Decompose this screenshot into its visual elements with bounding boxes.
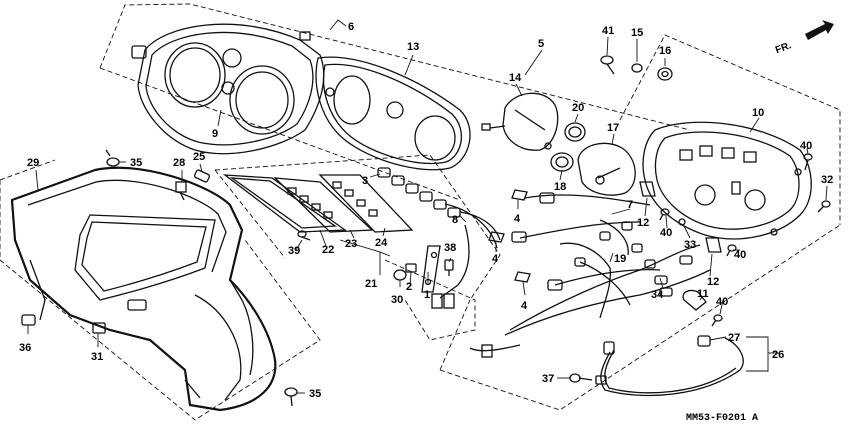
callout-4-a: 4 [514, 213, 521, 225]
bracket-1 [421, 245, 441, 293]
grommet-30 [393, 269, 407, 281]
front-direction-marker: FR. [774, 20, 834, 56]
callout-9: 9 [212, 128, 218, 140]
connector-8-harness [431, 224, 470, 309]
callout-35-lower: 35 [309, 388, 321, 400]
screw-38 [444, 259, 454, 276]
callout-26: 26 [772, 349, 784, 361]
wire-harness [469, 192, 711, 358]
callout-23: 23 [345, 238, 357, 250]
meter-lens [315, 56, 471, 171]
washer-15 [631, 63, 643, 73]
callout-29: 29 [27, 157, 39, 169]
callout-30: 30 [391, 294, 403, 306]
callout-13: 13 [407, 41, 419, 53]
clip-12-upper [639, 181, 656, 197]
gauge-14 [481, 92, 559, 151]
callout-15: 15 [631, 27, 643, 39]
callout-25: 25 [193, 151, 205, 163]
callout-40-mid: 40 [660, 227, 672, 239]
rubber-31 [92, 322, 106, 334]
callout-37: 37 [542, 373, 554, 385]
callout-33: 33 [684, 239, 696, 251]
callout-19: 19 [614, 253, 626, 265]
screw-40-lower [711, 314, 723, 327]
callout-17: 17 [607, 122, 619, 134]
small-gauge-18 [550, 152, 574, 172]
callout-5: 5 [538, 38, 544, 50]
washer-4-c [514, 271, 531, 283]
callout-36: 36 [19, 342, 31, 354]
callout-8: 8 [452, 214, 458, 226]
callout-40-right: 40 [734, 249, 746, 261]
rubber-25 [193, 169, 211, 183]
screw-35-lower [284, 387, 298, 407]
bulb-sockets [377, 167, 501, 249]
callout-4-b: 4 [492, 253, 499, 265]
screw-40-right [726, 244, 737, 257]
washer-4-a [511, 189, 528, 201]
callout-14: 14 [509, 72, 522, 84]
indicator-panel-23 [273, 177, 374, 233]
callout-2: 2 [406, 281, 412, 293]
clip-12-lower [705, 237, 722, 253]
callout-20: 20 [572, 102, 584, 114]
grommet-16 [657, 67, 673, 81]
gauge-17 [577, 142, 636, 196]
callout-21: 21 [365, 278, 377, 290]
callout-labels: 6 13 5 41 15 16 14 20 17 18 10 9 3 8 7 1… [19, 21, 833, 400]
callout-22: 22 [322, 244, 334, 256]
meter-case [131, 23, 325, 155]
front-arrow-icon [805, 20, 834, 40]
clamp-11 [682, 289, 707, 311]
callout-3: 3 [362, 175, 368, 187]
meter-housing [642, 121, 812, 240]
callout-40-lower: 40 [716, 296, 728, 308]
callout-35-upper: 35 [130, 157, 142, 169]
callout-6: 6 [348, 21, 354, 33]
screw-40-upper [803, 153, 813, 171]
indicator-panel-24 [318, 174, 414, 233]
callout-24: 24 [375, 237, 388, 249]
callout-18: 18 [554, 181, 566, 193]
screw-32 [817, 200, 831, 213]
callout-40-upper: 40 [800, 140, 812, 152]
callout-7: 7 [627, 199, 633, 211]
callout-32: 32 [821, 174, 833, 186]
callout-1: 1 [424, 289, 430, 301]
callout-38: 38 [444, 242, 456, 254]
screw-39 [297, 230, 311, 241]
callout-39: 39 [288, 245, 300, 257]
group-boundary-lines [0, 3, 841, 421]
callout-31: 31 [91, 351, 103, 363]
screw-40-mid [659, 208, 670, 221]
screw-35-upper [105, 149, 120, 167]
callout-11: 11 [697, 288, 709, 300]
callout-16: 16 [659, 45, 671, 57]
indicator-panel-22 [222, 174, 347, 233]
panel-cover [10, 166, 277, 412]
leader-lines [27, 19, 828, 394]
clip-28 [175, 181, 187, 201]
callout-34: 34 [651, 289, 664, 301]
callout-10: 10 [752, 107, 764, 119]
callout-12-upper: 12 [637, 217, 649, 229]
figure-code: MM53-F0201 A [686, 413, 758, 424]
screw-37 [569, 373, 593, 383]
callout-4-c: 4 [521, 300, 528, 312]
screw-41 [600, 55, 615, 75]
front-marker-label: FR. [774, 40, 793, 56]
small-gauge-20 [564, 122, 586, 142]
cable-26 [595, 335, 744, 397]
washer-4-b [488, 231, 505, 243]
clip-36 [21, 314, 36, 326]
nut-2 [405, 263, 417, 273]
callout-27: 27 [728, 332, 740, 344]
callout-12-lower: 12 [707, 276, 719, 288]
callout-41: 41 [602, 25, 614, 37]
callout-28: 28 [173, 157, 185, 169]
